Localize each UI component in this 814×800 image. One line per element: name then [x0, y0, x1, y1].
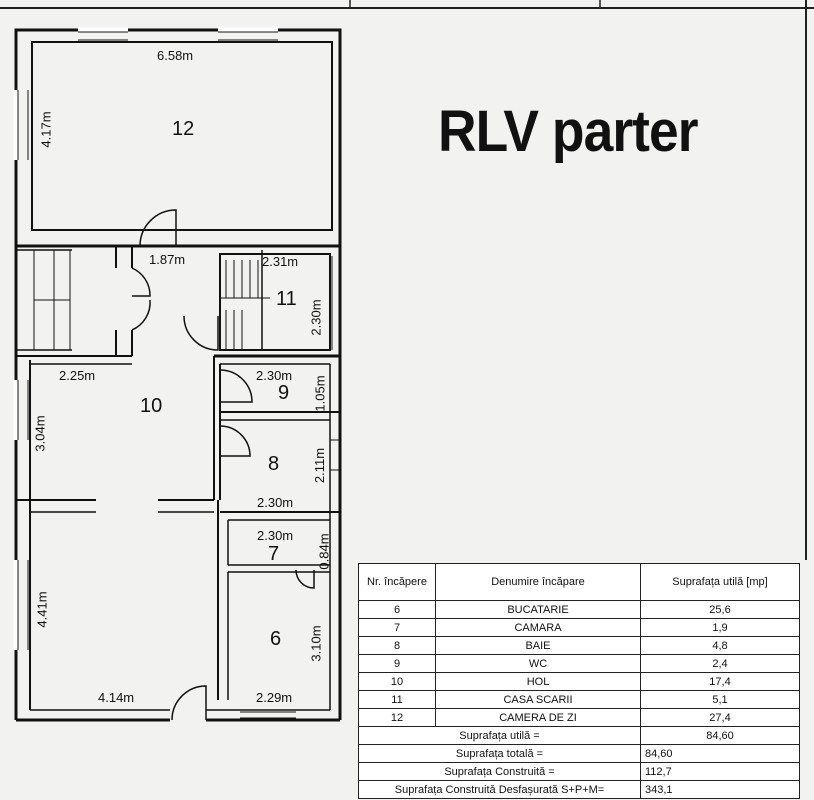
total-label: Suprafața utilă =	[358, 726, 641, 745]
room-number: 6	[270, 628, 282, 650]
total-value: 84,60	[640, 744, 800, 763]
room-number: 11	[276, 288, 297, 310]
dimension-label: 0.84m	[316, 533, 332, 570]
cell-name: BUCATARIE	[435, 600, 641, 619]
total-value: 112,7	[640, 762, 800, 781]
dimension-label: 4.17m	[38, 111, 54, 148]
dimension-label: 3.10m	[308, 625, 324, 662]
column-header-area: Suprafața utilă [mp]	[640, 563, 800, 601]
table-header-row: Nr. încăpere Denumire încăpare Suprafața…	[358, 563, 800, 601]
cell-name: HOL	[435, 672, 641, 691]
dimension-label: 4.14m	[98, 690, 135, 705]
room-number: 8	[268, 453, 280, 475]
room-number: 7	[268, 543, 280, 565]
dimension-label: 2.11m	[312, 447, 328, 484]
room-number: 10	[140, 395, 163, 417]
cell-nr: 10	[358, 672, 436, 691]
cell-name: CAMERA DE ZI	[435, 708, 641, 727]
cell-area: 27,4	[640, 708, 800, 727]
table-row: 12 CAMERA DE ZI 27,4	[358, 708, 800, 727]
cell-area: 17,4	[640, 672, 800, 691]
totals-row: Suprafața Construită Desfașurată S+P+M= …	[358, 780, 800, 799]
cell-nr: 8	[358, 636, 436, 655]
totals-row: Suprafața utilă = 84,60	[358, 726, 800, 745]
cell-name: CASA SCARII	[435, 690, 641, 709]
dimension-label: 3.04m	[32, 415, 48, 452]
dimension-label: 2.25m	[59, 368, 96, 383]
room-number: 9	[278, 382, 290, 404]
totals-row: Suprafața Construită = 112,7	[358, 762, 800, 781]
table-row: 10 HOL 17,4	[358, 672, 800, 691]
table-row: 9 WC 2,4	[358, 654, 800, 673]
table-row: 11 CASA SCARII 5,1	[358, 690, 800, 709]
total-label: Suprafața totală =	[358, 744, 641, 763]
table-row: 6 BUCATARIE 25,6	[358, 600, 800, 619]
cell-area: 5,1	[640, 690, 800, 709]
cell-name: BAIE	[435, 636, 641, 655]
dimension-label: 2.30m	[256, 368, 293, 383]
room-number: 12	[172, 118, 195, 140]
dimension-label: 2.30m	[257, 495, 294, 510]
cell-nr: 6	[358, 600, 436, 619]
dimension-label: 2.30m	[257, 528, 294, 543]
cell-area: 1,9	[640, 618, 800, 637]
cell-nr: 11	[358, 690, 436, 709]
dimension-label: 2.30m	[308, 299, 324, 336]
doors	[131, 209, 315, 721]
cell-area: 25,6	[640, 600, 800, 619]
table-row: 8 BAIE 4,8	[358, 636, 800, 655]
cell-name: WC	[435, 654, 641, 673]
dimension-label: 1.87m	[149, 252, 186, 267]
column-header-name: Denumire încăpare	[435, 563, 641, 601]
wall-inner-12	[31, 41, 333, 231]
cell-nr: 9	[358, 654, 436, 673]
dimension-label: 2.31m	[262, 254, 299, 269]
table-row: 7 CAMARA 1,9	[358, 618, 800, 637]
walls	[13, 27, 342, 722]
dimension-label: 6.58m	[157, 48, 194, 63]
dimension-label: 1.05m	[312, 375, 328, 412]
cell-area: 2,4	[640, 654, 800, 673]
cell-area: 4,8	[640, 636, 800, 655]
total-label: Suprafața Construită =	[358, 762, 641, 781]
room-area-table: Nr. încăpere Denumire încăpare Suprafața…	[358, 563, 800, 799]
dimension-label: 2.29m	[256, 690, 293, 705]
total-value: 343,1	[640, 780, 800, 799]
total-value: 84,60	[640, 726, 800, 745]
totals-row: Suprafața totală = 84,60	[358, 744, 800, 763]
cell-nr: 7	[358, 618, 436, 637]
total-label: Suprafața Construită Desfașurată S+P+M=	[358, 780, 641, 799]
plan-title: RLV parter	[438, 99, 699, 164]
cell-nr: 12	[358, 708, 436, 727]
dimension-label: 4.41m	[34, 591, 50, 628]
column-header-nr: Nr. încăpere	[358, 563, 436, 601]
cell-name: CAMARA	[435, 618, 641, 637]
